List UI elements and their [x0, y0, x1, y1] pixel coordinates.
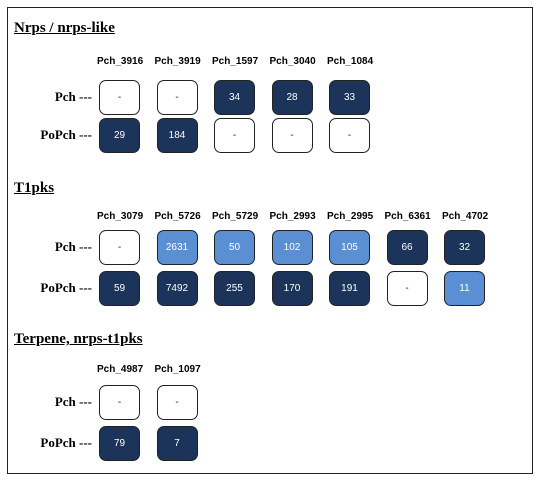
row-label: Pch --- [54, 89, 92, 104]
row-label: Pch --- [54, 394, 92, 409]
count-cell: - [386, 271, 428, 306]
count-cell: 59 [99, 271, 140, 306]
count-cell: - [329, 118, 370, 153]
count-cell: - [156, 385, 198, 420]
column-label: Pch_3040 [269, 56, 316, 67]
column-label: Pch_6361 [384, 211, 431, 222]
column-label: Pch_3079 [97, 211, 144, 222]
row-label: Pch --- [54, 239, 92, 254]
column-label: Pch_5729 [212, 211, 259, 222]
count-cell: 33 [329, 80, 370, 115]
column-label: Pch_3916 [97, 56, 144, 67]
count-cell: - [99, 385, 140, 420]
count-cell: 7 [156, 426, 198, 461]
count-cell: 79 [99, 426, 140, 461]
column-label: Pch_3919 [154, 56, 201, 67]
count-cell: - [271, 118, 313, 153]
count-cell: - [99, 80, 140, 115]
column-label: Pch_1097 [154, 364, 201, 375]
column-label: Pch_5726 [154, 211, 201, 222]
count-cell: 50 [214, 230, 255, 265]
section-title: T1pks [14, 180, 55, 196]
count-cell: 191 [329, 271, 370, 306]
count-cell: - [156, 80, 198, 115]
count-cell: 105 [329, 230, 370, 265]
count-cell: 66 [386, 230, 428, 265]
count-cell: 11 [444, 271, 485, 306]
column-label: Pch_1597 [212, 56, 259, 67]
column-label: Pch_4702 [442, 211, 489, 222]
count-cell: 28 [271, 80, 313, 115]
count-cell: 102 [271, 230, 313, 265]
row-label: PoPch --- [40, 280, 92, 295]
count-cell: 7492 [156, 271, 198, 306]
count-cell: - [99, 230, 140, 265]
column-label: Pch_2993 [269, 211, 316, 222]
count-cell: 170 [271, 271, 313, 306]
count-cell: 34 [214, 80, 255, 115]
count-cell: 2631 [156, 230, 198, 265]
count-cell: 29 [99, 118, 140, 153]
column-label: Pch_4987 [97, 364, 144, 375]
count-cell: 255 [214, 271, 255, 306]
row-label: PoPch --- [40, 127, 92, 142]
column-label: Pch_2995 [327, 211, 374, 222]
row-label: PoPch --- [40, 435, 92, 450]
count-cell: 32 [444, 230, 485, 265]
count-cell: 184 [156, 118, 198, 153]
count-cell: - [214, 118, 255, 153]
section-title: Terpene, nrps-t1pks [14, 331, 143, 347]
section-title: Nrps / nrps-like [14, 20, 115, 36]
column-label: Pch_1084 [327, 56, 374, 67]
